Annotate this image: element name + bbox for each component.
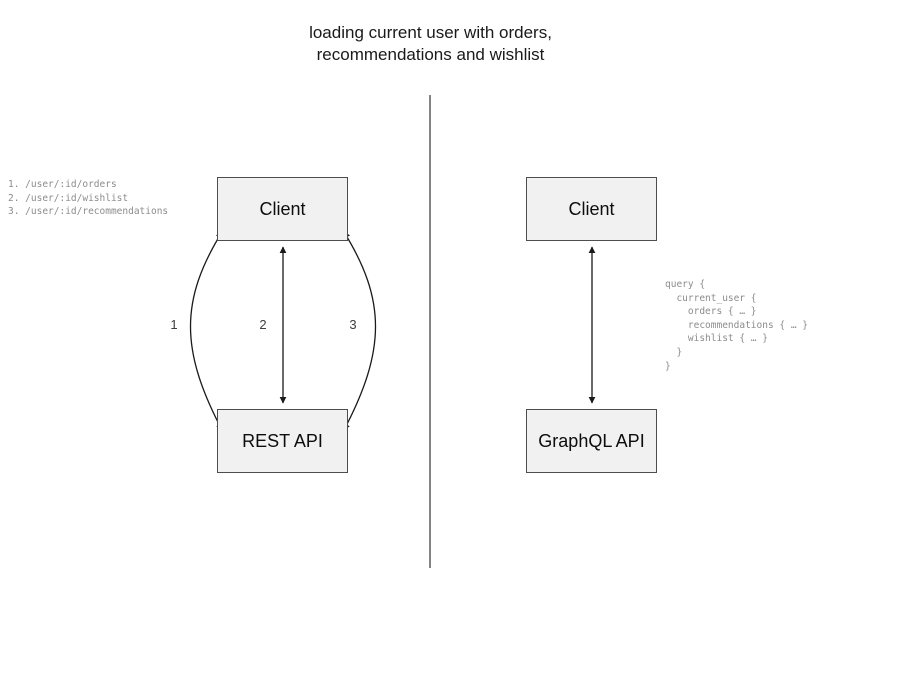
- node-rest-api[interactable]: REST API: [217, 409, 348, 473]
- diagram-title: loading current user with orders, recomm…: [309, 23, 552, 64]
- edge-label-1: 1: [170, 317, 178, 332]
- rest-endpoint-list: 1. /user/:id/orders 2. /user/:id/wishlis…: [8, 179, 169, 218]
- edge-1-path: [189, 231, 223, 431]
- node-client-rest[interactable]: Client: [217, 177, 348, 241]
- edge-label-2: 2: [259, 317, 267, 332]
- node-client-graphql[interactable]: Client: [526, 177, 657, 241]
- graphql-query-snippet: query { current_user { orders { … } reco…: [665, 279, 808, 372]
- node-graphql-api[interactable]: GraphQL API: [526, 409, 657, 473]
- edge-label-3: 3: [349, 317, 357, 332]
